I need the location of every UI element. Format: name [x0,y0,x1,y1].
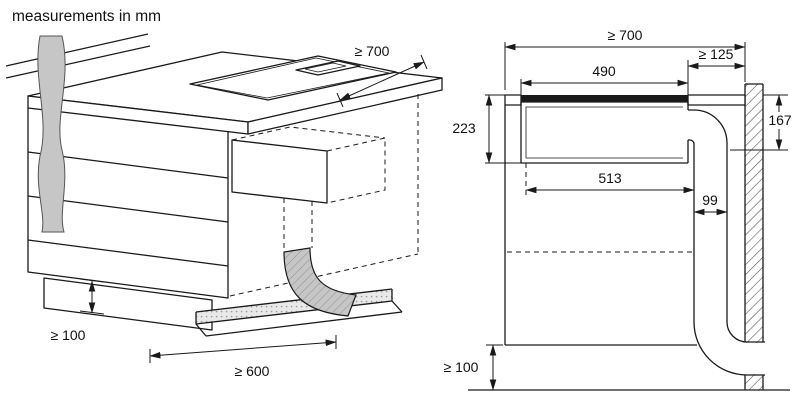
duct-wall-right [688,109,765,343]
dim100-label: ≥ 100 [444,359,479,375]
vent-box-side-dashed [326,137,386,204]
vent-unit-box [520,101,689,164]
dim-width-label: ≥ 600 [235,363,270,379]
dim-duct-width: 99 [693,192,728,216]
plinth [43,277,213,331]
flat-duct-bottom [205,311,403,337]
cabinet-front-outline [27,108,229,299]
dim-depth-arrow [339,61,425,101]
perspective-view: ≥ 700 ≥ 100 ≥ 600 [5,33,443,379]
dim125-label: ≥ 125 [699,46,734,62]
cabinet-front [27,108,229,299]
cabinet-section [504,105,697,346]
dim-plinth-label: ≥ 100 [51,327,86,343]
dim-unit-depth: 223 [452,94,521,164]
wall-duct-opening [743,343,765,374]
box-inner-lining [525,106,683,159]
duct-section [688,109,765,376]
dim700-label: ≥ 700 [608,27,643,43]
plinth-front-face [43,277,213,331]
dim223-label: 223 [452,120,476,136]
page-title: measurements in mm [12,8,161,25]
dim-worktop-depth: ≥ 700 [504,27,746,90]
flat-duct-left-cap [195,312,207,337]
dim167-label: 167 [768,112,792,128]
dim-depth-label: ≥ 700 [355,43,390,59]
box-left-bottom [520,102,688,164]
vent-box [231,126,386,252]
flat-duct-top-back [195,288,393,313]
flat-duct-top-shading [196,289,392,324]
dim513-label: 513 [598,170,622,186]
flat-duct [195,247,403,337]
hob-top-section [521,95,688,102]
duct-wall-left [688,139,765,376]
worktop-continuation-lines [5,33,151,79]
dim-inner-width: 513 [525,170,695,194]
dim-unit-width: 490 [520,63,689,95]
dim-min-width: ≥ 600 [149,335,337,379]
dim-depth: ≥ 700 [336,43,428,108]
vent-box-front [231,139,328,204]
break-band [37,35,66,233]
section-view: ≥ 700 ≥ 125 490 223 167 [444,27,797,391]
wall [743,83,765,390]
continuation-line-top [5,33,149,67]
worktop-left-piece [504,94,522,106]
flat-duct-right-cap [391,289,403,313]
dim-rear-clearance: ≥ 125 [687,46,746,95]
worktop-section [504,94,746,106]
wall-hatch [745,84,763,390]
drawer-line-3 [27,239,229,267]
dim99-label: 99 [702,192,718,208]
duct-bend-piece [283,247,357,317]
dim167-label-bg [764,112,797,129]
dim-width-arrow [149,339,337,359]
dim-duct-drop: 167 [730,94,797,151]
continuation-line-bottom [5,45,151,79]
worktop-right-piece [687,94,746,106]
dim-plinth-height: ≥ 100 [51,278,105,343]
dim-plinth-height-section: ≥ 100 [444,344,503,391]
vent-box-top-dashed [231,126,386,141]
flat-duct-top-front [195,300,393,325]
dim490-label: 490 [592,63,616,79]
